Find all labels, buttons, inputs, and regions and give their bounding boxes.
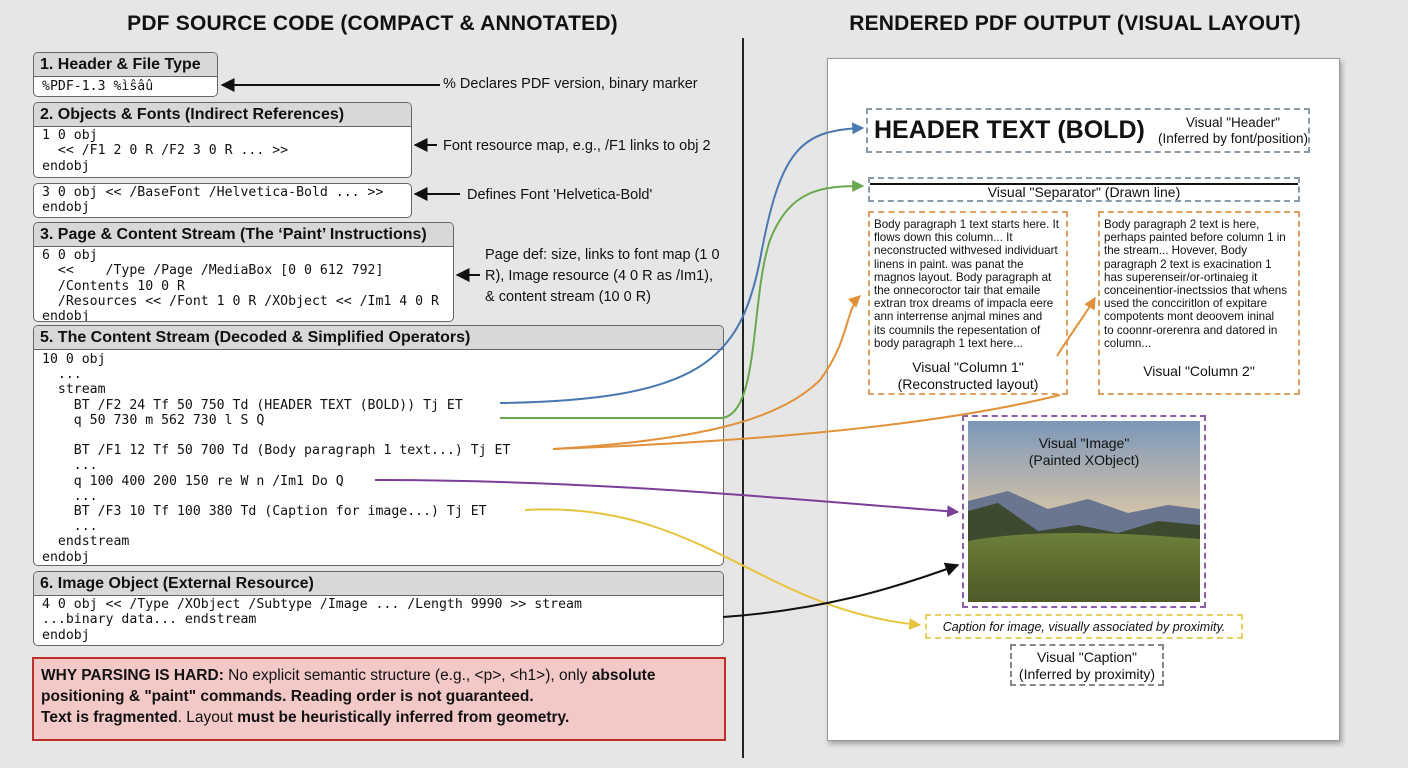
section-title: 6. Image Object (External Resource) bbox=[34, 572, 723, 596]
annotation: Font resource map, e.g., /F1 links to ob… bbox=[443, 138, 711, 154]
section-title: 2. Objects & Fonts (Indirect References) bbox=[34, 103, 411, 127]
section-title: 3. Page & Content Stream (The ‘Paint’ In… bbox=[34, 223, 453, 247]
annotation: % Declares PDF version, binary marker bbox=[443, 76, 698, 92]
header-section: 1. Header & File Type %PDF-1.3 %ìŝâû bbox=[33, 52, 218, 97]
warning-text: Text is fragmented bbox=[41, 709, 178, 726]
arrow-image-object bbox=[722, 562, 960, 618]
warning-text: absolute positioning & "paint" commands.… bbox=[41, 667, 656, 705]
code-block: 3 0 obj << /BaseFont /Helvetica-Bold ...… bbox=[42, 185, 384, 216]
warning-lead: WHY PARSING IS HARD: bbox=[41, 667, 224, 684]
caption-region: Caption for image, visually associated b… bbox=[925, 614, 1243, 639]
header-text: HEADER TEXT (BOLD) bbox=[874, 116, 1145, 144]
warning-text: must be heuristically inferred from geom… bbox=[237, 709, 570, 726]
arrow-column-1 bbox=[552, 295, 861, 450]
separator-region: Visual "Separator" (Drawn line) bbox=[868, 177, 1300, 202]
annotation: Defines Font 'Helvetica-Bold' bbox=[467, 187, 653, 203]
image-label: Visual "Image" (Painted XObject) bbox=[1028, 435, 1140, 468]
font-section: 3 0 obj << /BaseFont /Helvetica-Bold ...… bbox=[33, 183, 412, 218]
arrow-caption bbox=[524, 508, 922, 630]
left-title: PDF SOURCE CODE (COMPACT & ANNOTATED) bbox=[127, 12, 618, 35]
caption-label-box: Visual "Caption" (Inferred by proximity) bbox=[1010, 644, 1164, 686]
arrow-column-2-a bbox=[552, 394, 1061, 450]
warning-text: No explicit semantic structure (e.g., <p… bbox=[223, 667, 592, 684]
landscape-image bbox=[968, 421, 1200, 602]
annotation: Page def: size, links to font map (1 0 R… bbox=[485, 247, 720, 305]
separator-line bbox=[870, 183, 1298, 185]
code-block: %PDF-1.3 %ìŝâû bbox=[42, 79, 154, 94]
header-label: Visual "Header" (Inferred by font/positi… bbox=[1157, 115, 1309, 146]
right-title: RENDERED PDF OUTPUT (VISUAL LAYOUT) bbox=[849, 12, 1301, 35]
code-block: 4 0 obj << /Type /XObject /Subtype /Imag… bbox=[42, 597, 582, 643]
objects-section: 2. Objects & Fonts (Indirect References)… bbox=[33, 102, 412, 178]
warning-text: . Layout bbox=[177, 709, 238, 726]
code-block: 10 0 obj ... stream BT /F2 24 Tf 50 750 … bbox=[42, 352, 511, 565]
caption-text: Caption for image, visually associated b… bbox=[942, 620, 1226, 634]
column-1-text: Body paragraph 1 text starts here. It fl… bbox=[874, 218, 1059, 350]
column-2: Body paragraph 2 text is here, perhaps p… bbox=[1098, 211, 1300, 395]
image-region: Visual "Image" (Painted XObject) bbox=[962, 415, 1206, 608]
column-1: Body paragraph 1 text starts here. It fl… bbox=[868, 211, 1068, 395]
warning-box: WHY PARSING IS HARD: No explicit semanti… bbox=[32, 657, 726, 741]
header-region: HEADER TEXT (BOLD) Visual "Header" (Infe… bbox=[866, 108, 1310, 153]
section-title: 5. The Content Stream (Decoded & Simplif… bbox=[34, 326, 723, 350]
column-2-text: Body paragraph 2 text is here, perhaps p… bbox=[1104, 218, 1288, 350]
arrow-header bbox=[499, 122, 865, 404]
arrow-separator bbox=[500, 180, 865, 419]
code-block: 1 0 obj << /F1 2 0 R /F2 3 0 R ... >> en… bbox=[42, 128, 289, 174]
arrow-image bbox=[374, 479, 960, 518]
page-section: 3. Page & Content Stream (The ‘Paint’ In… bbox=[33, 222, 454, 322]
arrow-column-2-b bbox=[1056, 296, 1096, 357]
separator-label: Visual "Separator" (Drawn line) bbox=[987, 184, 1181, 200]
column-1-label: Visual "Column 1" (Reconstructed layout) bbox=[897, 359, 1039, 392]
caption-label: Visual "Caption" (Inferred by proximity) bbox=[1018, 649, 1156, 682]
section-title: 1. Header & File Type bbox=[34, 53, 217, 77]
column-2-label: Visual "Column 2" bbox=[1143, 363, 1255, 379]
image-section: 6. Image Object (External Resource) 4 0 … bbox=[33, 571, 724, 646]
code-block: 6 0 obj << /Type /Page /MediaBox [0 0 61… bbox=[42, 248, 439, 322]
